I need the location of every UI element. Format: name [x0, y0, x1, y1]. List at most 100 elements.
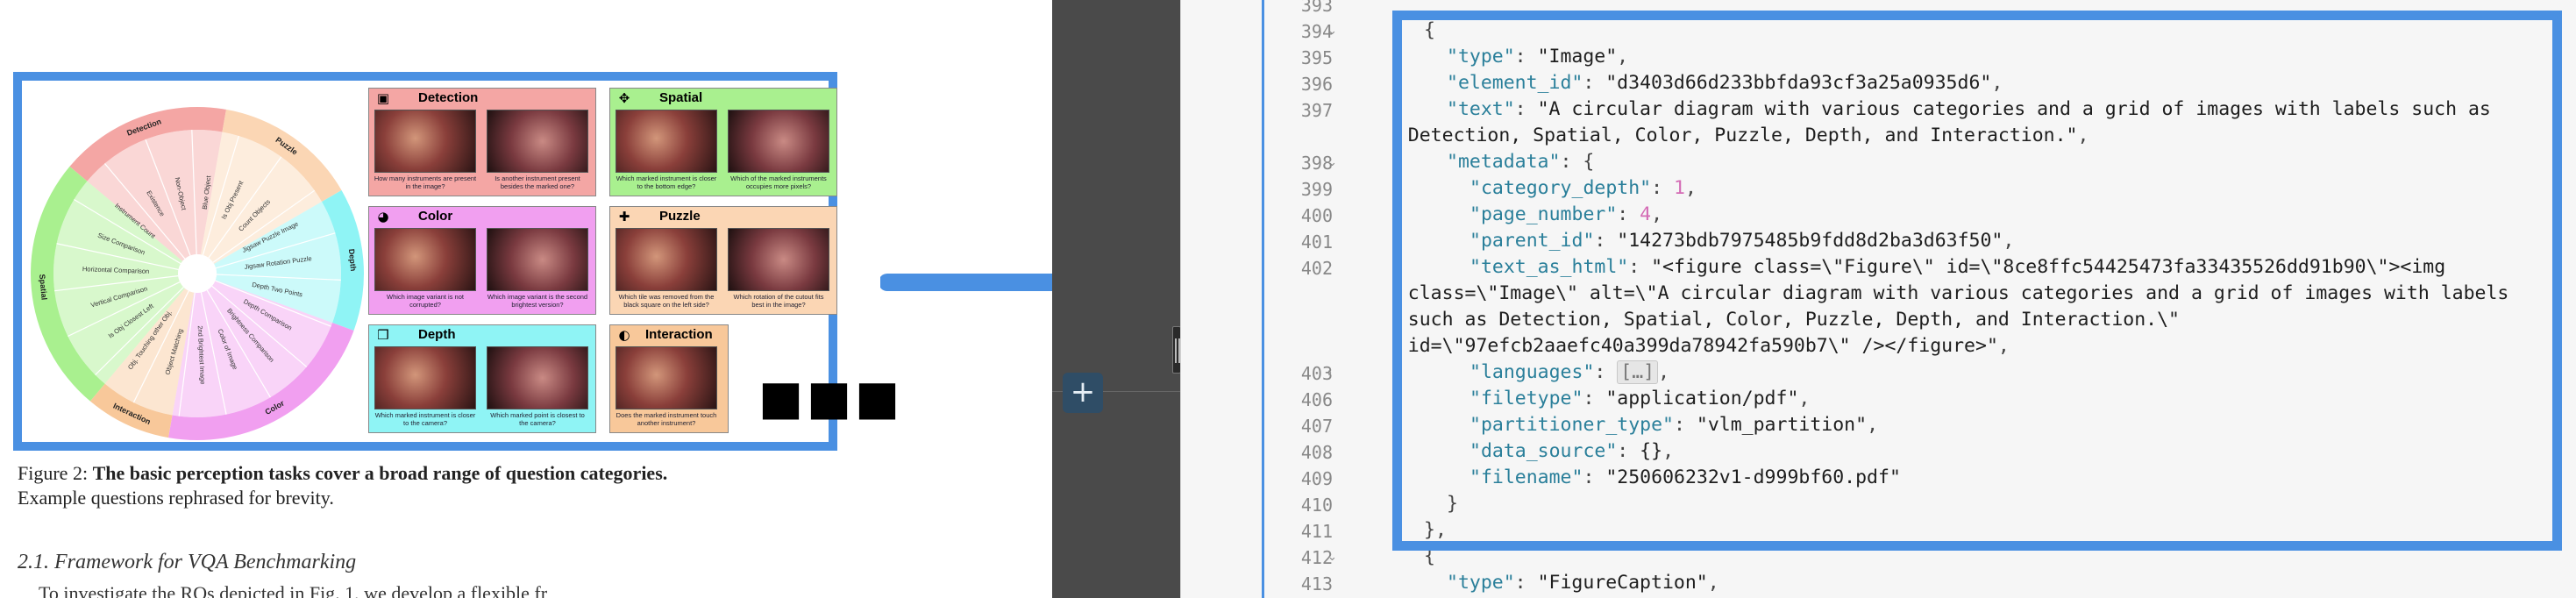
line-number: 394: [1300, 21, 1333, 42]
json-string: "A circular diagram with various categor…: [1537, 98, 2491, 120]
line-number: 408: [1300, 442, 1333, 463]
code-line: "element_id": "d3403d66d233bbfda93cf3a25…: [1447, 72, 2003, 94]
add-button[interactable]: +: [1063, 373, 1103, 413]
tile-header: ✚ Puzzle: [610, 207, 836, 226]
endoscopic-image: [487, 228, 588, 291]
tile-header: ◐ Interaction: [610, 325, 728, 345]
code-line: },: [1424, 519, 1447, 541]
json-string: class=\"Image\" alt=\"A circular diagram…: [1407, 282, 2509, 304]
code-line: class=\"Image\" alt=\"A circular diagram…: [1408, 282, 2509, 304]
code-line: "type": "Image",: [1447, 46, 1628, 68]
chevron-right-icon[interactable]: ›: [1327, 367, 1333, 380]
json-key: "parent_id": [1469, 230, 1595, 252]
figure-caption: Figure 2: The basic perception tasks cov…: [18, 461, 833, 510]
wheel-wedge-color: [172, 280, 333, 417]
tile-question-caption: Which marked point is closest to the cam…: [490, 411, 585, 427]
wheel-spoke: [178, 292, 196, 416]
tile-question-caption: Which of the marked instruments occupies…: [730, 174, 827, 190]
json-punct: ,: [1798, 388, 1811, 409]
json-punct: ,: [1991, 72, 2003, 94]
tile-question-caption: Is another instrument present besides th…: [495, 174, 580, 190]
wheel-wedge-interaction: [104, 288, 195, 416]
code-line: "data_source": {},: [1469, 440, 1674, 462]
wheel-ring-depth: [322, 190, 364, 331]
json-punct: ,: [2003, 230, 2015, 252]
json-punct: :: [1617, 440, 1640, 462]
json-string: "14273bdb7975485b9fdd8d2ba3d63f50": [1617, 230, 2003, 252]
chevron-down-icon[interactable]: ⌄: [1327, 25, 1337, 38]
json-string: {}: [1640, 440, 1663, 462]
endoscopic-image: [374, 228, 476, 291]
tile-header: ▣Detection: [369, 89, 595, 108]
json-string: "250606232v1-d999bf60.pdf": [1605, 466, 1901, 488]
json-punct: :: [1583, 466, 1606, 488]
line-number: 397: [1300, 100, 1333, 121]
wheel-ring-color: [168, 323, 354, 440]
json-punct: ,: [1651, 203, 1663, 225]
chevron-down-icon[interactable]: ⌄: [1327, 156, 1337, 169]
wheel-wedge-label: Horizontal Comparison: [82, 265, 150, 275]
code-line: "category_depth": 1,: [1469, 177, 1697, 199]
contact-icon: ◐: [618, 327, 630, 343]
tile-title: Puzzle: [659, 209, 701, 224]
json-key: "type": [1447, 46, 1515, 68]
json-punct: ,: [1658, 361, 1670, 383]
puzzle-icon: ✚: [618, 209, 630, 224]
person-box-icon: ▣: [376, 90, 390, 106]
collapsed-array-toggle[interactable]: […]: [1617, 360, 1659, 384]
tile-title: Interaction: [645, 327, 713, 342]
endoscopic-image: [616, 110, 717, 173]
code-line: "filetype": "application/pdf",: [1469, 388, 1810, 409]
json-punct: :: [1514, 98, 1538, 120]
line-number: 402: [1300, 258, 1333, 279]
code-line: "parent_id": "14273bdb7975485b9fdd8d2ba3…: [1469, 230, 2014, 252]
json-code-editor[interactable]: [1180, 0, 2576, 598]
wheel-spoke: [206, 289, 271, 398]
figure-caption-bold: The basic perception tasks cover a broad…: [92, 462, 668, 484]
tile-title: Depth: [418, 327, 456, 342]
category-wheel-diagram: DetectionPuzzleDepthColorInteractionSpat…: [31, 107, 364, 440]
json-punct: :: [1628, 256, 1652, 278]
tile-header: ❒Depth: [369, 325, 595, 345]
more-tasks-ellipsis: ■■■: [758, 370, 904, 425]
line-number: 409: [1300, 468, 1333, 489]
tile-question-caption: Which tile was removed from the black sq…: [618, 293, 715, 309]
code-line: "languages": […],: [1469, 360, 1670, 384]
wheel-wedge-spatial: [53, 181, 185, 384]
tile-title: Color: [418, 209, 453, 224]
json-punct: ,: [2077, 125, 2089, 146]
json-punct: :: [1514, 572, 1538, 594]
tile-question-caption: Which marked instrument is closer to the…: [374, 411, 476, 427]
figure-caption-rest: Example questions rephrased for brevity.: [18, 487, 334, 509]
tile-header: ✥Spatial: [610, 89, 836, 108]
json-punct: : {: [1560, 151, 1595, 173]
wheel-spoke: [215, 232, 336, 269]
code-line: "filename": "250606232v1-d999bf60.pdf": [1469, 466, 1901, 488]
code-line: id=\"97efcb2aaefc40a399da78942fa590b7\" …: [1408, 335, 2010, 357]
chevron-down-icon[interactable]: ⌄: [1327, 551, 1337, 564]
endoscopic-image: [616, 346, 717, 409]
json-string: "d3403d66d233bbfda93cf3a25a0935d6": [1605, 72, 1992, 94]
line-number: 413: [1300, 573, 1333, 594]
json-string: "Image": [1537, 46, 1618, 68]
wheel-ring-interaction: [89, 383, 173, 438]
json-number: 4: [1640, 203, 1652, 225]
code-line: "type": "FigureCaption",: [1447, 572, 1719, 594]
grip-icon: [1175, 338, 1177, 363]
wheel-spoke: [202, 135, 239, 256]
editor-gutter-indicator: [1262, 0, 1264, 598]
wheel-spoke: [208, 156, 282, 259]
line-number: 398: [1300, 153, 1333, 174]
color-wheel-icon: ◕: [377, 209, 389, 224]
code-line: }: [1447, 493, 1458, 515]
wheel-spoke: [216, 274, 341, 281]
line-number: 396: [1300, 74, 1333, 95]
pane-divider: [1052, 0, 1180, 598]
json-string: "FigureCaption": [1537, 572, 1708, 594]
